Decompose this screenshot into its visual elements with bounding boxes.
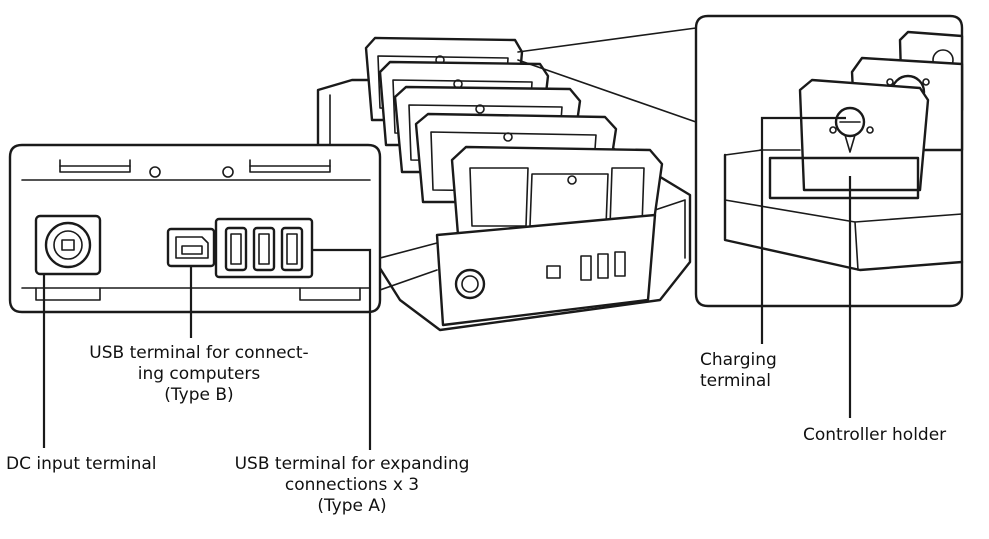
usb-type-a-ports: [214, 217, 314, 279]
charging-dock: [316, 36, 692, 332]
usb-type-a-label-line-3: (Type A): [317, 496, 387, 516]
controller-holder-zoom: [759, 78, 930, 200]
dc-input-label: DC input terminal: [6, 454, 157, 474]
usb-type-b-label-line-2: ing computers: [137, 364, 261, 384]
dc-input-jack: [34, 214, 102, 276]
usb-type-a-label: USB terminal for expanding connections x…: [202, 454, 502, 517]
usb-type-b-label-line-1: USB terminal for connect-: [89, 343, 309, 363]
dock-front-panel: [435, 213, 657, 327]
leader-lines: [42, 116, 852, 450]
usb-type-b-label-line-3: (Type B): [164, 385, 234, 405]
charging-terminal-label: Charging terminal: [700, 350, 777, 392]
usb-type-a-label-line-1: USB terminal for expanding: [234, 454, 470, 474]
charging-terminal-label-line-2: terminal: [700, 371, 772, 391]
usb-type-a-label-line-2: connections x 3: [284, 475, 420, 495]
usb-type-b-label: USB terminal for connect- ing computers …: [64, 343, 334, 406]
charging-terminal-label-line-1: Charging: [700, 350, 777, 370]
terminal-zoom-panel: [8, 143, 382, 314]
controller-holder-label: Controller holder: [803, 425, 947, 445]
